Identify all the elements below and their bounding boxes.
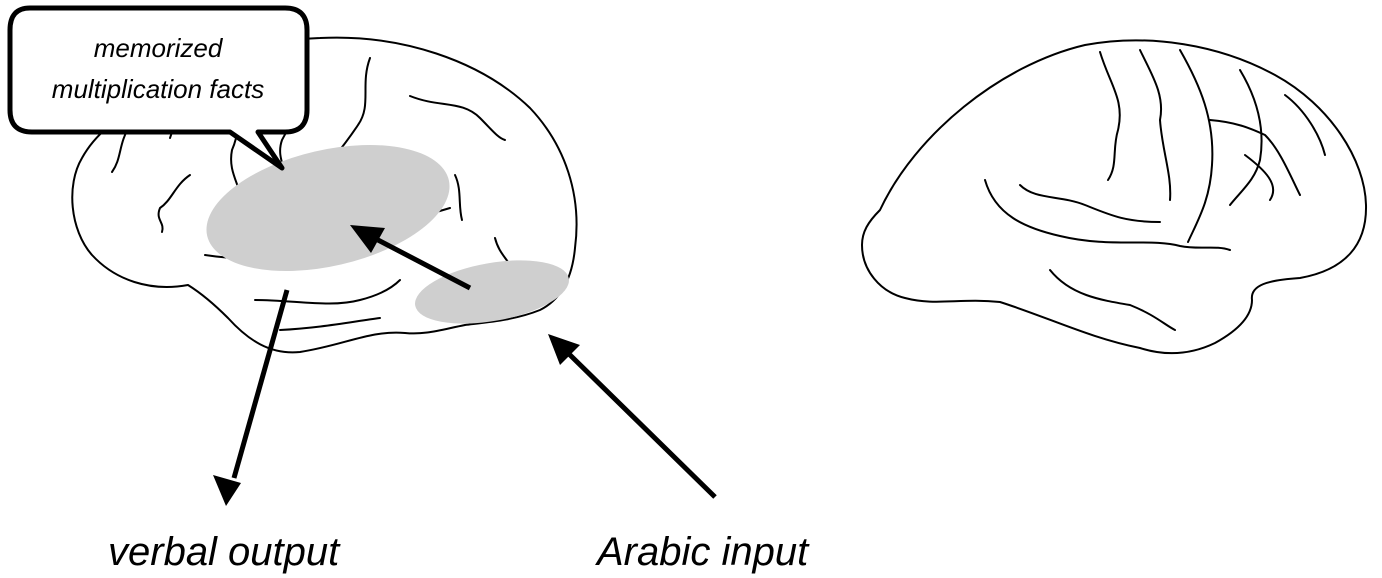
postcentral-sulcus xyxy=(332,58,370,160)
inferior-temporal-sulcus xyxy=(280,318,380,330)
arabic-input-label: Arabic input xyxy=(595,530,810,574)
verbal-output-arrow-line xyxy=(234,290,287,478)
temporal-medial-sulcus xyxy=(1050,270,1175,330)
frontal-sulcus-3 xyxy=(159,175,190,232)
callout: memorized multiplication facts xyxy=(10,8,307,168)
occipital-sulcus-1 xyxy=(455,175,462,220)
right-brain xyxy=(862,40,1366,353)
medial-sulcus-1 xyxy=(1100,52,1120,180)
medial-sulcus-2 xyxy=(1140,50,1170,200)
intraparietal-sulcus xyxy=(410,96,505,140)
superior-temporal-sulcus xyxy=(255,280,400,304)
callout-line-1: memorized xyxy=(94,33,224,63)
medial-sulcus-5 xyxy=(1285,95,1325,155)
arabic-input-arrow-line xyxy=(568,353,715,497)
callout-line-2: multiplication facts xyxy=(52,74,264,104)
verbal-output-arrow-head xyxy=(213,475,241,506)
callosal-sulcus xyxy=(985,180,1230,250)
verbal-region xyxy=(194,124,462,293)
cingulate-sulcus xyxy=(1020,185,1160,222)
occipital-sulcus-2 xyxy=(495,238,508,262)
parieto-occipital-sulcus xyxy=(1180,50,1212,242)
internal-arrow-line xyxy=(378,240,470,288)
verbal-output-label: verbal output xyxy=(108,530,341,574)
medial-sulcus-3 xyxy=(1230,70,1262,205)
calcarine-sulcus xyxy=(1210,120,1300,195)
